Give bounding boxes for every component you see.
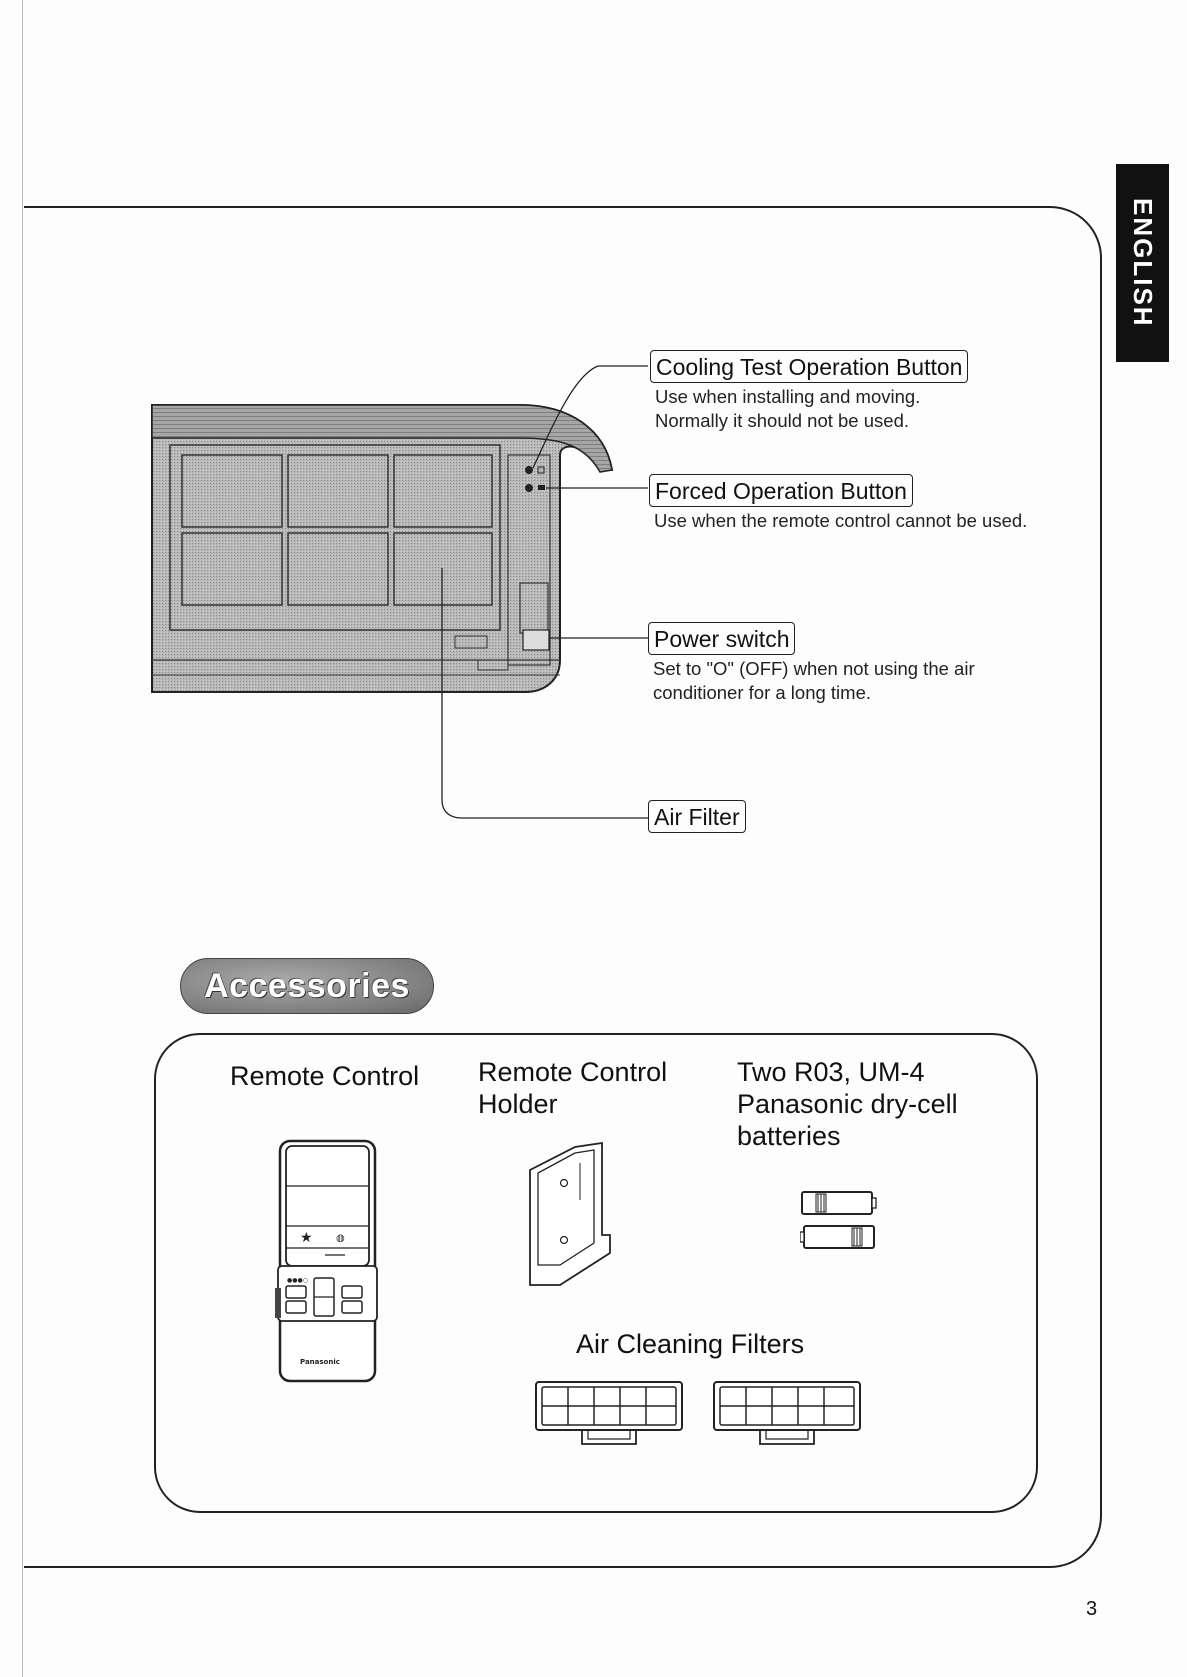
- svg-text:◍: ◍: [336, 1233, 345, 1244]
- air-cleaning-filters-title: Air Cleaning Filters: [576, 1329, 805, 1359]
- language-tab-label: ENGLISH: [1128, 198, 1158, 328]
- svg-text:●●●○: ●●●○: [287, 1277, 308, 1284]
- svg-text:★: ★: [300, 1230, 313, 1246]
- air-cleaning-filters-illustration: [535, 1381, 861, 1445]
- remote-brand-text: Panasonic: [300, 1358, 340, 1366]
- batteries-title-line1: Two R03, UM-4: [737, 1057, 925, 1087]
- remote-holder-title-line2: Holder: [478, 1089, 558, 1119]
- remote-holder-title-line1: Remote Control: [478, 1057, 668, 1087]
- leader-lines: [441, 365, 648, 819]
- language-tab: ENGLISH: [1116, 164, 1169, 362]
- remote-control-illustration: ★ ◍ ●●●○ Panasonic: [275, 1139, 378, 1383]
- indoor-unit-illustration: [151, 365, 648, 819]
- batteries-illustration: [800, 1191, 877, 1249]
- power-switch-desc-line1: Set to "O" (OFF) when not using the air: [653, 658, 975, 679]
- power-switch-desc-line2: conditioner for a long time.: [653, 682, 872, 703]
- unit-body: [151, 404, 614, 693]
- forced-operation-button-label: Forced Operation Button: [649, 474, 913, 507]
- remote-holder-illustration: [529, 1141, 611, 1286]
- page-content-frame: [24, 206, 1102, 1568]
- forced-operation-desc-line1: Use when the remote control cannot be us…: [654, 510, 1028, 531]
- accessories-heading: Accessories: [180, 958, 434, 1014]
- cooling-test-button-label: Cooling Test Operation Button: [650, 350, 969, 383]
- filter-right: [713, 1381, 861, 1445]
- cooling-test-desc-line1: Use when installing and moving.: [655, 386, 921, 407]
- control-buttons: [525, 466, 545, 492]
- power-switch-label: Power switch: [648, 622, 796, 655]
- air-filter-label: Air Filter: [648, 800, 746, 833]
- batteries-title-line3: batteries: [737, 1121, 841, 1151]
- left-margin-rule: [22, 0, 23, 1677]
- accessories-box: [154, 1033, 1038, 1513]
- batteries-title-line2: Panasonic dry-cell: [737, 1089, 958, 1119]
- remote-control-title: Remote Control: [230, 1061, 420, 1091]
- cooling-test-desc-line2: Normally it should not be used.: [655, 410, 909, 431]
- filter-left: [535, 1381, 683, 1445]
- accessories-heading-text: Accessories: [204, 966, 410, 1005]
- page-number: 3: [1086, 1598, 1098, 1620]
